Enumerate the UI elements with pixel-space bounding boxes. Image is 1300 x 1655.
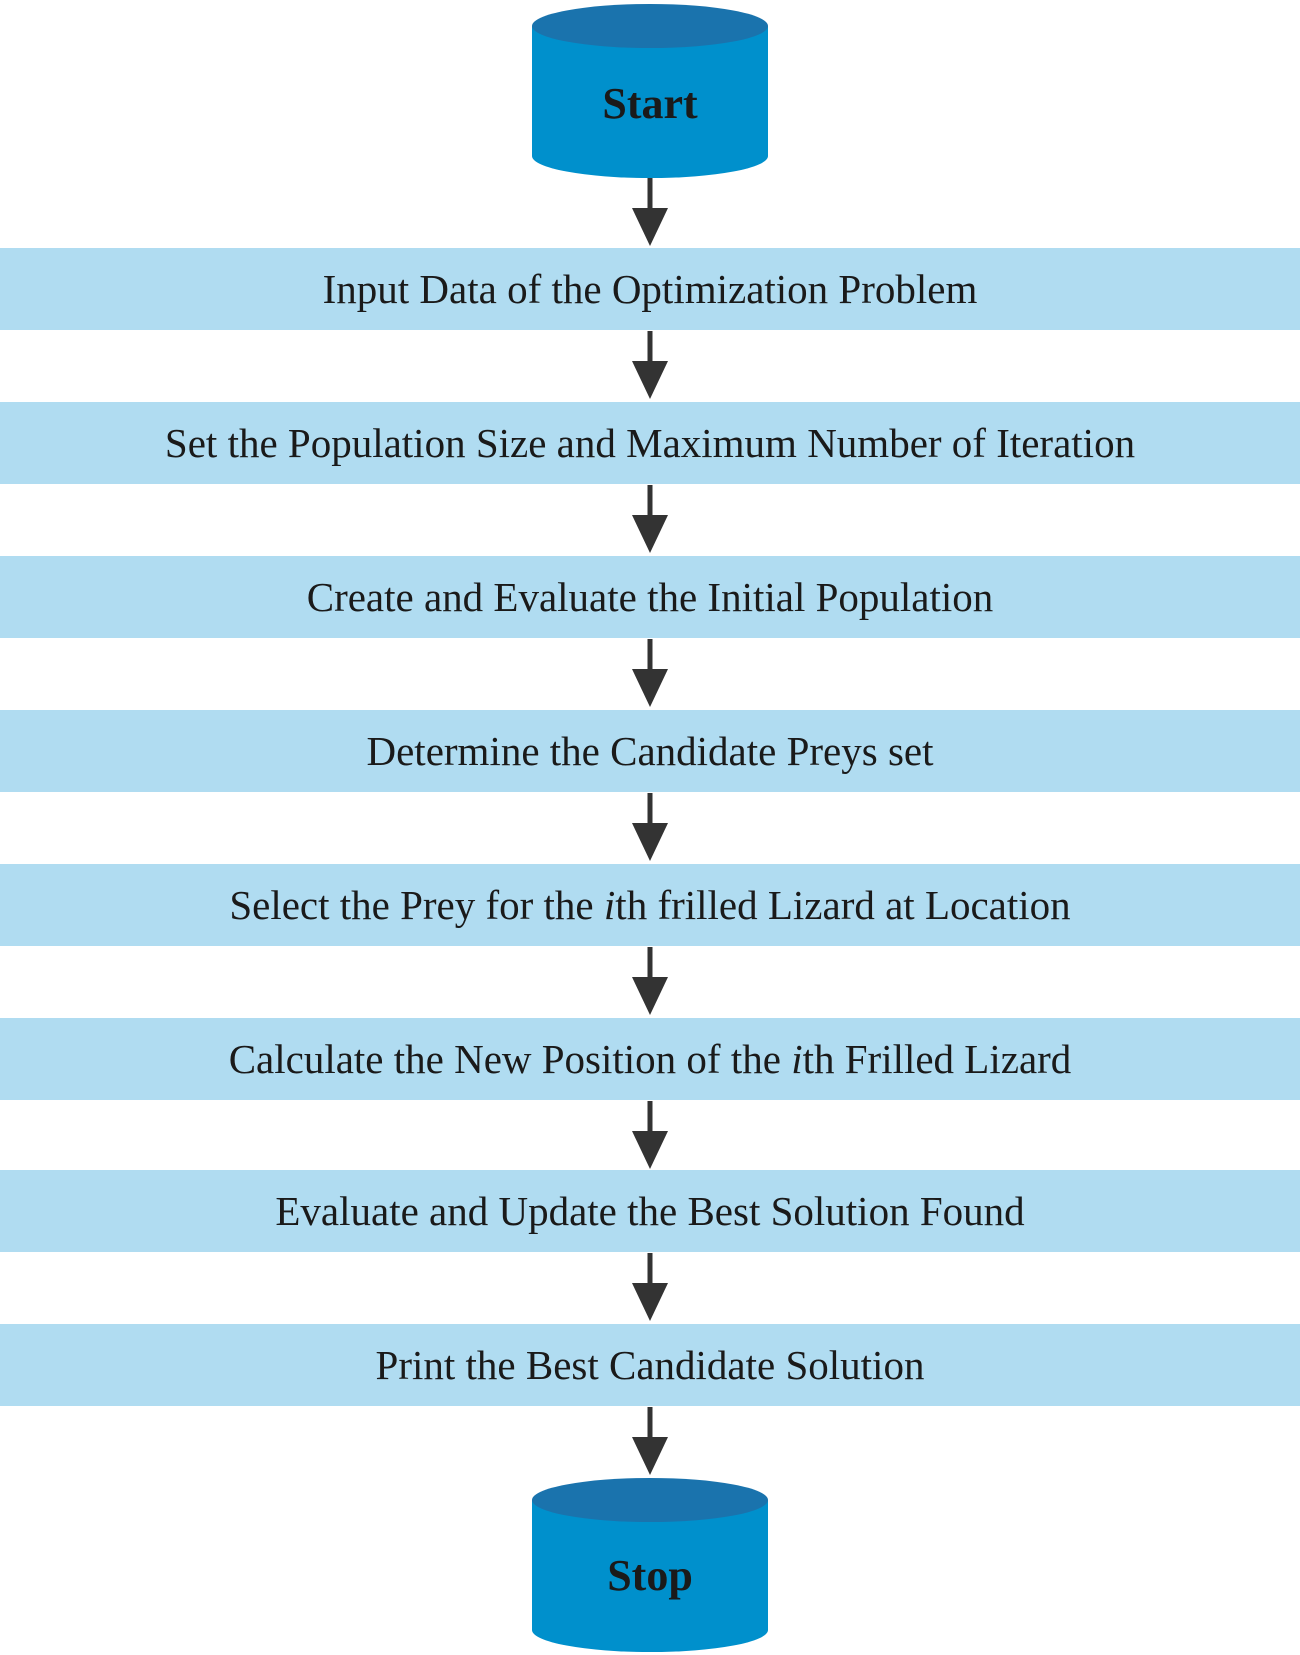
start-cylinder-shape <box>532 4 768 178</box>
stop-terminal: Stop <box>532 1478 768 1652</box>
step-label-italic: i <box>791 1036 803 1082</box>
flow-arrow <box>620 178 680 246</box>
flow-arrow <box>620 1407 680 1475</box>
step-label: Determine the Candidate Preys set <box>366 728 934 774</box>
flow-arrow <box>620 331 680 399</box>
flow-arrow <box>620 485 680 553</box>
step-label: Set the Population Size and Maximum Numb… <box>164 420 1136 466</box>
step-label: Evaluate and Update the Best Solution Fo… <box>275 1188 1025 1234</box>
stop-cylinder-shape <box>532 1478 768 1652</box>
step-label-part: th Frilled Lizard <box>802 1036 1072 1082</box>
flow-arrow <box>620 793 680 861</box>
start-label: Start <box>602 79 698 128</box>
step-label: Create and Evaluate the Initial Populati… <box>306 574 994 620</box>
step-evaluate-update: Evaluate and Update the Best Solution Fo… <box>0 1170 1300 1252</box>
flow-arrow <box>620 947 680 1015</box>
step-print-solution: Print the Best Candidate Solution <box>0 1324 1300 1406</box>
step-label: Select the Prey for the ith frilled Liza… <box>229 881 1070 929</box>
step-label-part: Calculate the New Position of the <box>228 1036 792 1082</box>
flow-arrow <box>620 1253 680 1321</box>
step-label-part: th frilled Lizard at Location <box>615 882 1071 928</box>
flow-arrow <box>620 639 680 707</box>
step-input-data: Input Data of the Optimization Problem <box>0 248 1300 330</box>
start-terminal: Start <box>532 4 768 178</box>
step-candidate-preys: Determine the Candidate Preys set <box>0 710 1300 792</box>
step-label-italic: i <box>603 882 616 928</box>
step-label: Print the Best Candidate Solution <box>375 1342 925 1388</box>
flow-arrow <box>620 1101 680 1169</box>
stop-label: Stop <box>607 1551 693 1600</box>
step-set-population: Set the Population Size and Maximum Numb… <box>0 402 1300 484</box>
step-new-position: Calculate the New Position of the ith Fr… <box>0 1018 1300 1100</box>
step-select-prey: Select the Prey for the ith frilled Liza… <box>0 864 1300 946</box>
step-create-population: Create and Evaluate the Initial Populati… <box>0 556 1300 638</box>
step-label: Input Data of the Optimization Problem <box>322 266 978 312</box>
step-label-part: Select the Prey for the <box>229 882 604 928</box>
step-label: Calculate the New Position of the ith Fr… <box>229 1035 1072 1083</box>
